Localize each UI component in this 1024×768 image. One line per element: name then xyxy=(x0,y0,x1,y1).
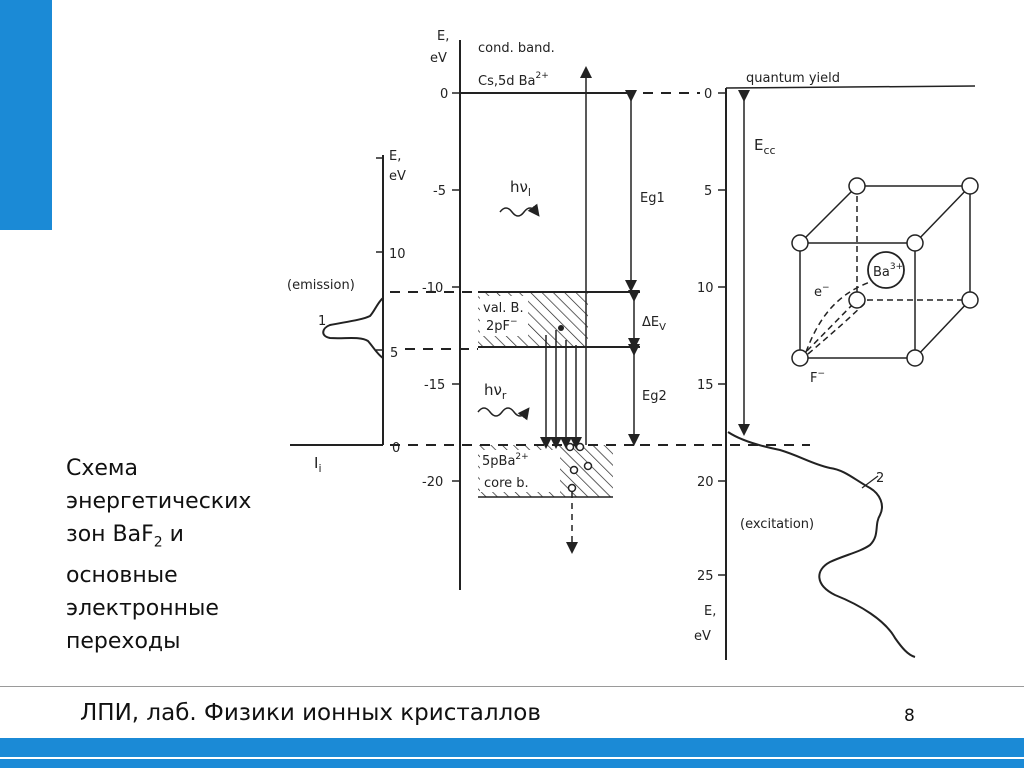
caption-line-5: электронные xyxy=(66,596,219,622)
emission-label: (emission) xyxy=(287,278,355,293)
energy-band-diagram: E, eV 10 5 0 (emission) 1 Ii E, eV 0 -5 … xyxy=(287,29,979,660)
valence-band-label: val. B. xyxy=(483,301,524,316)
center-tick-label-15: -15 xyxy=(424,378,445,393)
excitation-label: (excitation) xyxy=(740,517,814,532)
caption-line-6: переходы xyxy=(66,629,181,655)
left-ev-label: eV xyxy=(389,169,406,184)
e-minus-label: e− xyxy=(814,283,830,300)
quantum-yield-label: quantum yield xyxy=(746,71,840,86)
hv1-wave xyxy=(499,203,540,217)
caption-line-3: зон BaF2 и xyxy=(66,522,184,551)
emission-curve-1 xyxy=(322,297,384,359)
center-tick-label-10: -10 xyxy=(422,281,443,296)
right-e-label: E, xyxy=(704,604,716,619)
cs-5d-ba-label: Cs,5d Ba2+ xyxy=(478,71,549,89)
left-tick-0: 0 xyxy=(392,441,400,456)
center-tick-label-0: 0 xyxy=(440,87,448,102)
hv2-wave xyxy=(477,407,530,421)
bottom-bar-stripe xyxy=(0,757,1024,759)
emission-curve-label: 1 xyxy=(318,314,326,329)
caption-line-1: Схема xyxy=(66,456,138,481)
page-number: 8 xyxy=(904,706,915,726)
ba-label: Ba3+ xyxy=(873,262,903,280)
core-5pba-label: 5pBa2+ xyxy=(482,452,529,469)
delta-ev-label: ΔEV xyxy=(642,315,666,333)
ii-label: Ii xyxy=(314,454,322,475)
f-minus-label: F− xyxy=(810,369,825,386)
eg2-label: Eg2 xyxy=(642,389,667,404)
core-b-label: core b. xyxy=(484,476,529,491)
right-tick-label-0: 0 xyxy=(704,87,712,102)
caption-line-4: основные xyxy=(66,563,178,589)
center-ev-label: eV xyxy=(430,51,447,66)
eg1-label: Eg1 xyxy=(640,191,665,206)
slide-caption: Схема энергетических зон BaF2 и основные… xyxy=(66,452,296,658)
valence-2pf-label: 2pF− xyxy=(486,317,518,334)
right-tick-label-25: 25 xyxy=(697,569,714,584)
central-energy-axis: E, eV 0 -5 -10 -15 -20 xyxy=(422,29,461,590)
cond-band-label: cond. band. xyxy=(478,41,555,56)
curve2-label: 2 xyxy=(876,471,884,486)
quantum-yield-top-line xyxy=(725,85,976,89)
center-tick-label-20: -20 xyxy=(422,475,443,490)
hv2-label: hνr xyxy=(484,381,507,402)
right-tick-label-20: 20 xyxy=(697,475,714,490)
right-tick-label-10: 10 xyxy=(697,281,714,296)
center-tick-label-5: -5 xyxy=(433,184,446,199)
caption-line-2: энергетических xyxy=(66,489,252,514)
quantum-yield-panel: quantum yield 0 5 10 15 20 25 E, eV Ecc … xyxy=(694,71,976,660)
ba-ion xyxy=(867,251,905,289)
excitation-curve-2 xyxy=(727,431,916,658)
band-structure: cond. band. Cs,5d Ba2+ val. B. 2pF− 5pBa… xyxy=(390,41,810,554)
right-tick-label-15: 15 xyxy=(697,378,714,393)
left-tick-10: 10 xyxy=(389,247,406,262)
footer-divider xyxy=(0,686,1024,687)
left-e-label: E, xyxy=(389,149,401,164)
ecc-label: Ecc xyxy=(754,136,776,157)
footer-text: ЛПИ, лаб. Физики ионных кристаллов xyxy=(80,700,541,726)
right-ev-label: eV xyxy=(694,629,711,644)
right-tick-label-5: 5 xyxy=(704,184,712,199)
hv1-label: hνl xyxy=(510,178,531,199)
accent-block xyxy=(0,0,52,230)
baf2-crystal-cube: Ba3+ e− F− xyxy=(791,177,979,386)
left-tick-5: 5 xyxy=(390,346,398,361)
center-e-label: E, xyxy=(437,29,449,44)
emission-panel: E, eV 10 5 0 (emission) 1 Ii xyxy=(287,149,406,475)
bottom-accent-bar xyxy=(0,738,1024,768)
